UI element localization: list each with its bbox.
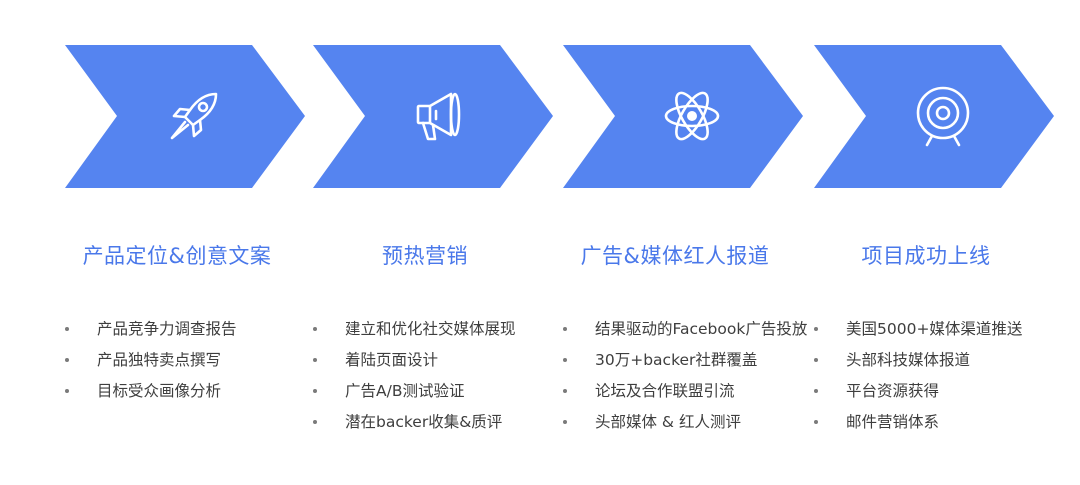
list-item: 美国5000+媒体渠道推送: [814, 314, 1022, 345]
stage-1-bullets: 产品竞争力调查报告 产品独特卖点撰写 目标受众画像分析: [65, 314, 237, 407]
megaphone-icon: [416, 92, 461, 141]
list-item: 头部媒体 & 红人测评: [563, 407, 807, 438]
list-item: 着陆页面设计: [313, 345, 516, 376]
bullet-dot: [65, 358, 69, 362]
list-item: 邮件营销体系: [814, 407, 1022, 438]
stage-2-bullets: 建立和优化社交媒体展现 着陆页面设计 广告A/B测试验证 潜在backer收集&…: [313, 314, 516, 438]
bullet-dot: [313, 358, 317, 362]
chevron-stage-3: [563, 45, 808, 188]
list-item-text: 30万+backer社群覆盖: [595, 351, 758, 369]
bullet-dot: [814, 358, 818, 362]
list-item-text: 平台资源获得: [846, 382, 940, 400]
chevron-shape: [313, 45, 553, 188]
list-item-text: 目标受众画像分析: [97, 382, 222, 400]
bullet-dot: [65, 327, 69, 331]
list-item-text: 着陆页面设计: [345, 351, 439, 369]
atom-icon: [664, 91, 720, 141]
stage-1: 产品定位&创意文案 产品竞争力调查报告 产品独特卖点撰写 目标受众画像分析: [65, 0, 315, 485]
bullet-dot: [313, 327, 317, 331]
rocket-icon: [170, 92, 218, 140]
bullet-dot: [313, 389, 317, 393]
list-item: 结果驱动的Facebook广告投放: [563, 314, 807, 345]
list-item: 广告A/B测试验证: [313, 376, 516, 407]
bullet-dot: [563, 420, 567, 424]
list-item-text: 建立和优化社交媒体展现: [345, 320, 516, 338]
bullet-dot: [563, 358, 567, 362]
stage-4: 项目成功上线 美国5000+媒体渠道推送 头部科技媒体报道 平台资源获得 邮件营…: [814, 0, 1064, 485]
chevron-stage-1: [65, 45, 310, 188]
list-item: 头部科技媒体报道: [814, 345, 1022, 376]
stage-title: 项目成功上线: [861, 244, 991, 268]
chevron-stage-2: [313, 45, 558, 188]
bullet-dot: [313, 420, 317, 424]
list-item: 论坛及合作联盟引流: [563, 376, 807, 407]
list-item: 产品独特卖点撰写: [65, 345, 237, 376]
list-item: 30万+backer社群覆盖: [563, 345, 807, 376]
list-item-text: 潜在backer收集&质评: [345, 413, 503, 431]
stage-4-bullets: 美国5000+媒体渠道推送 头部科技媒体报道 平台资源获得 邮件营销体系: [814, 314, 1022, 438]
target-icon: [916, 86, 970, 147]
list-item: 潜在backer收集&质评: [313, 407, 516, 438]
list-item-text: 结果驱动的Facebook广告投放: [595, 320, 808, 338]
stage-2: 预热营销 建立和优化社交媒体展现 着陆页面设计 广告A/B测试验证 潜在back…: [313, 0, 563, 485]
bullet-dot: [814, 420, 818, 424]
stage-title: 广告&媒体红人报道: [580, 244, 770, 268]
list-item-text: 头部科技媒体报道: [846, 351, 971, 369]
list-item: 目标受众画像分析: [65, 376, 237, 407]
list-item-text: 邮件营销体系: [846, 413, 940, 431]
list-item: 建立和优化社交媒体展现: [313, 314, 516, 345]
stage-3: 广告&媒体红人报道 结果驱动的Facebook广告投放 30万+backer社群…: [563, 0, 813, 485]
chevron-shape: [563, 45, 803, 188]
stage-3-bullets: 结果驱动的Facebook广告投放 30万+backer社群覆盖 论坛及合作联盟…: [563, 314, 807, 438]
stage-title: 预热营销: [382, 244, 468, 268]
list-item: 产品竞争力调查报告: [65, 314, 237, 345]
chevron-shape: [814, 45, 1054, 188]
list-item-text: 论坛及合作联盟引流: [595, 382, 735, 400]
bullet-dot: [814, 389, 818, 393]
list-item-text: 产品竞争力调查报告: [97, 320, 237, 338]
list-item-text: 广告A/B测试验证: [345, 382, 465, 400]
list-item-text: 头部媒体 & 红人测评: [595, 413, 741, 431]
stage-title: 产品定位&创意文案: [82, 244, 272, 268]
bullet-dot: [65, 389, 69, 393]
list-item: 平台资源获得: [814, 376, 1022, 407]
list-item-text: 产品独特卖点撰写: [97, 351, 222, 369]
chevron-stage-4: [814, 45, 1059, 188]
bullet-dot: [814, 327, 818, 331]
list-item-text: 美国5000+媒体渠道推送: [846, 320, 1023, 338]
bullet-dot: [563, 389, 567, 393]
bullet-dot: [563, 327, 567, 331]
